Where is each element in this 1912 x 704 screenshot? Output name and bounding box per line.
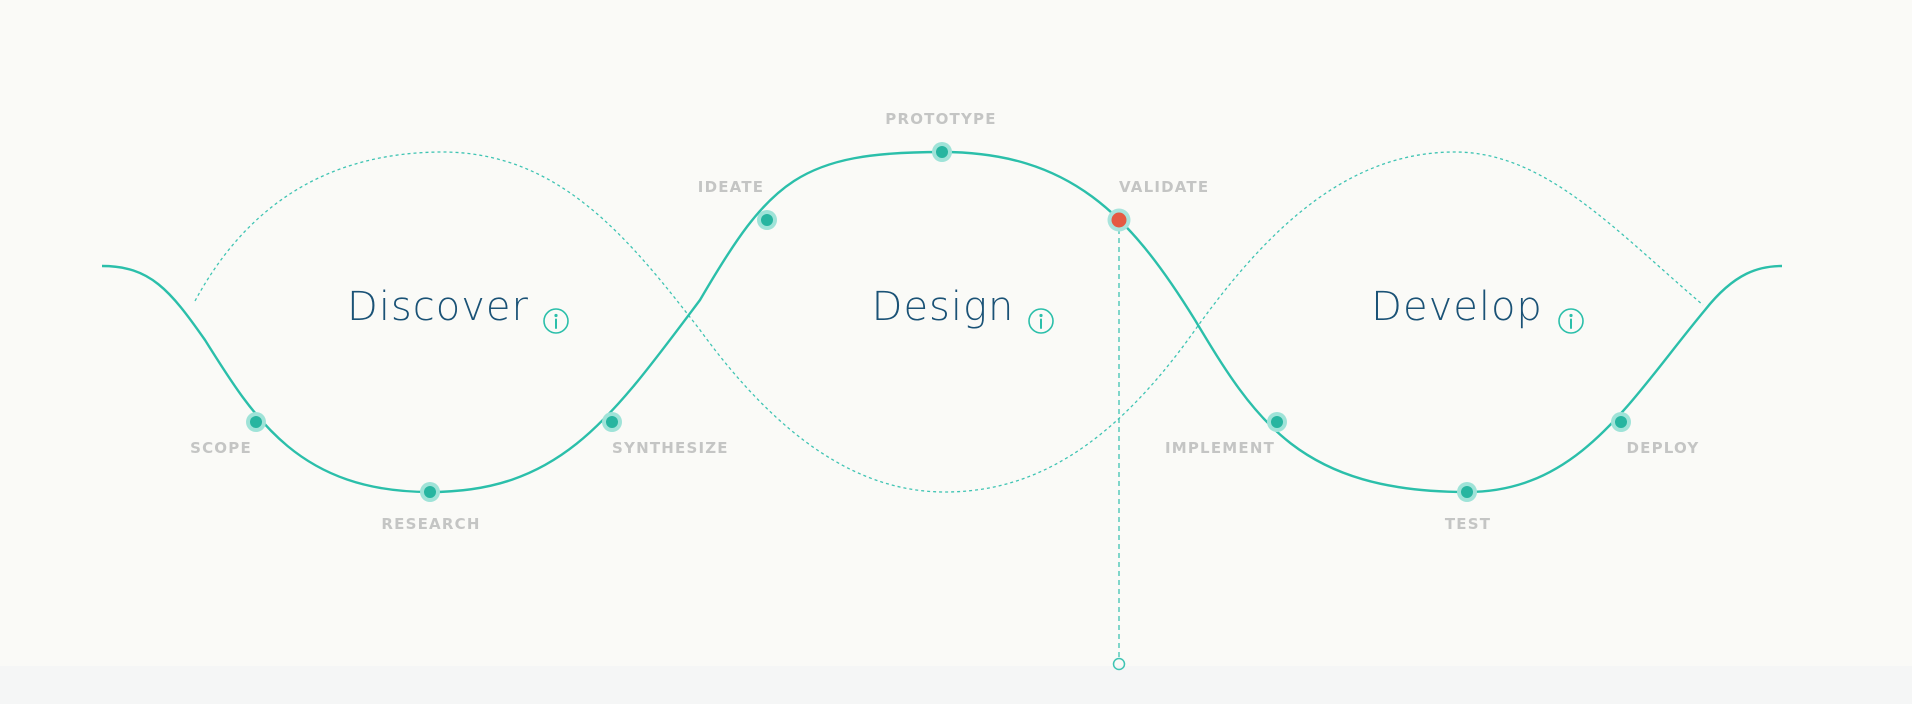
phase-develop: Develop: [1371, 284, 1584, 334]
step-label-synthesize: SYNTHESIZE: [612, 439, 729, 457]
step-node: [1461, 486, 1473, 498]
steps-layer: SCOPE RESEARCH SYNTHESIZE IDEATE PROTOTYPE VA…: [190, 110, 1700, 533]
step-node: [1271, 416, 1283, 428]
step-label-deploy: DEPLOY: [1627, 439, 1700, 457]
step-node: [250, 416, 262, 428]
phases-layer: Discover Design Develop: [347, 284, 1584, 334]
phase-develop-info-icon[interactable]: [1558, 308, 1584, 334]
active-step-node: [1111, 212, 1127, 228]
phase-title-design: Design: [872, 284, 1015, 330]
info-icon-ring: [1558, 308, 1584, 334]
step-label-test: TEST: [1445, 515, 1491, 533]
phase-title-develop: Develop: [1371, 284, 1543, 330]
step-prototype[interactable]: PROTOTYPE: [885, 110, 996, 162]
step-ideate[interactable]: IDEATE: [698, 178, 777, 230]
step-scope[interactable]: SCOPE: [190, 412, 266, 457]
phase-discover: Discover: [347, 284, 569, 334]
step-node: [1615, 416, 1627, 428]
connector-end-circle: [1112, 657, 1126, 671]
footer-band: [0, 666, 1912, 704]
info-icon-dot: [1039, 313, 1043, 318]
info-icon-dot: [554, 313, 558, 318]
step-label-implement: IMPLEMENT: [1165, 439, 1275, 457]
step-test[interactable]: TEST: [1445, 482, 1491, 533]
step-label-prototype: PROTOTYPE: [885, 110, 996, 128]
phase-design-info-icon[interactable]: [1028, 308, 1054, 334]
step-research[interactable]: RESEARCH: [381, 482, 480, 533]
step-implement[interactable]: IMPLEMENT: [1165, 412, 1287, 457]
step-node: [606, 416, 618, 428]
step-node: [424, 486, 436, 498]
step-validate[interactable]: VALIDATE: [1107, 178, 1210, 232]
step-label-ideate: IDEATE: [698, 178, 764, 196]
info-icon-dot: [1569, 313, 1573, 318]
step-label-validate: VALIDATE: [1119, 178, 1209, 196]
phase-discover-info-icon[interactable]: [543, 308, 569, 334]
step-label-research: RESEARCH: [381, 515, 480, 533]
secondary-wave-path: [194, 151, 1704, 493]
step-node: [936, 146, 948, 158]
step-node: [761, 214, 773, 226]
secondary-wave: [194, 151, 1704, 493]
step-synthesize[interactable]: SYNTHESIZE: [602, 412, 729, 457]
step-deploy[interactable]: DEPLOY: [1611, 412, 1700, 457]
step-label-scope: SCOPE: [190, 439, 252, 457]
info-icon-ring: [1028, 308, 1054, 334]
phase-design: Design: [872, 284, 1054, 334]
info-icon-ring: [543, 308, 569, 334]
phase-title-discover: Discover: [347, 284, 529, 330]
